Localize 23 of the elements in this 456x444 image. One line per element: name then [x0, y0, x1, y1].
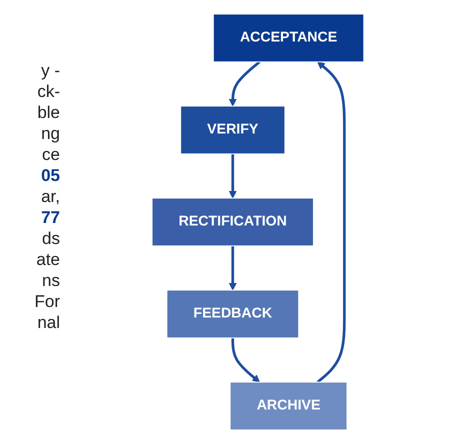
text-fragment: 77 [40, 207, 60, 228]
arrow [228, 60, 260, 106]
text-fragment: y - [40, 60, 60, 81]
arrow [316, 62, 346, 384]
text-fragment: ds [41, 228, 60, 249]
text-fragment: 05 [40, 165, 60, 186]
text-fragment: ng [40, 123, 60, 144]
text-fragment: ble [36, 102, 60, 123]
node-box: RECTIFICATION [152, 198, 314, 246]
arrow [232, 338, 260, 382]
text-fragment: ate [35, 249, 60, 270]
node-box: FEEDBACK [166, 290, 300, 338]
text-fragment: nal [36, 312, 60, 333]
text-fragment: ns [41, 270, 60, 291]
node-box: VERIFY [180, 106, 286, 154]
text-fragment: ar, [40, 186, 60, 207]
text-fragment: ck- [36, 81, 60, 102]
text-fragment: For [34, 291, 60, 312]
text-fragment: ce [41, 144, 60, 165]
node-box: ARCHIVE [230, 382, 348, 430]
arrow [228, 246, 237, 290]
arrow [228, 154, 237, 198]
node-box: ACCEPTANCE [213, 14, 364, 62]
